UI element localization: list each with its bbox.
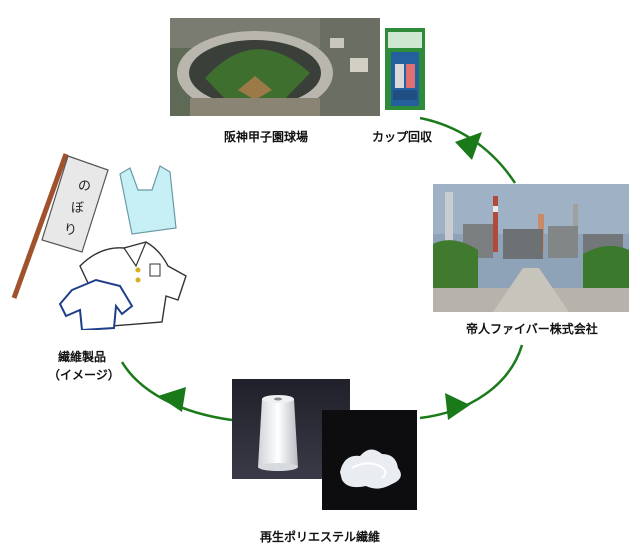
arrowhead-to-recycled-fiber — [445, 393, 470, 420]
arrowhead-to-fiber-products — [158, 387, 186, 412]
banner-char-1: の — [78, 179, 91, 194]
fiber-products-illustration: の ぼ り — [0, 150, 200, 332]
stadium-photo — [170, 18, 380, 116]
arrowhead-to-factory — [455, 132, 482, 160]
banner-char-3: り — [64, 223, 77, 238]
banner-char-2: ぼ — [71, 201, 84, 216]
recycled-fiber-label: 再生ポリエステル繊維 — [260, 530, 381, 544]
cup-collection-label: カップ回収 — [372, 130, 433, 144]
fiber-products-label-line1: 繊維製品 — [58, 350, 107, 364]
shirt — [58, 278, 134, 332]
polo-shirt — [79, 241, 187, 327]
stadium-label: 阪神甲子園球場 — [224, 130, 309, 144]
factory-label: 帝人ファイバー株式会社 — [466, 322, 598, 336]
factory-photo — [433, 184, 629, 312]
banner-pole — [11, 153, 69, 299]
arrow-to-recycled-fiber — [419, 344, 524, 420]
fiber-fluff-photo — [322, 410, 417, 510]
nobori-banner — [41, 155, 109, 253]
cup-collection-bin-photo — [385, 28, 425, 110]
fiber-products-label-line2: （イメージ） — [48, 368, 120, 382]
shopping-bag — [119, 165, 177, 235]
